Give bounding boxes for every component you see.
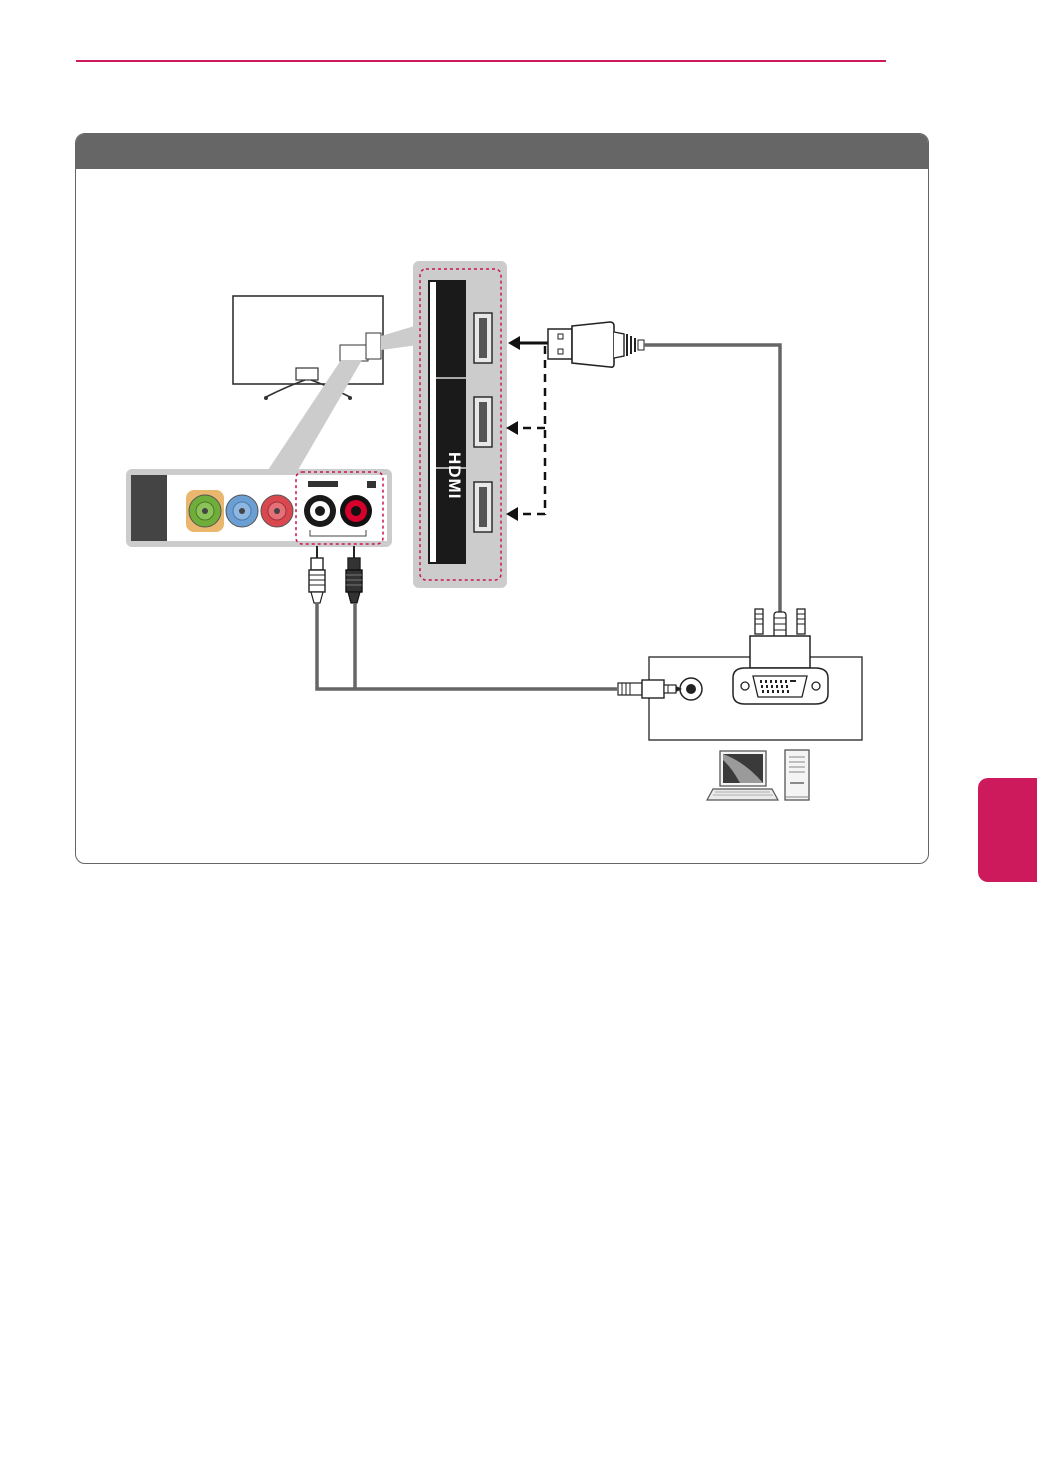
tv-icon <box>233 296 383 400</box>
hdmi-plug-icon <box>548 322 644 367</box>
zoom-wedge-hdmi <box>381 325 418 350</box>
rca-plug-red-icon <box>346 546 362 603</box>
hdmi-arrows <box>506 336 549 521</box>
hdmi-logo: HDMI <box>445 452 464 499</box>
hdmi-port-1 <box>474 313 492 363</box>
arrow-solid <box>508 336 520 350</box>
rca-plug-white-icon <box>309 546 325 603</box>
arrow-dashed-2 <box>506 421 518 435</box>
hdmi-dvi-cable <box>644 345 780 612</box>
audio-cable <box>317 603 617 689</box>
audio-left-jack <box>304 495 336 527</box>
desktop-tower-icon <box>785 750 809 800</box>
av-port-panel <box>126 469 392 547</box>
laptop-icon <box>707 751 778 800</box>
hdmi-port-2 <box>474 397 492 447</box>
hdmi-port-3 <box>474 482 492 532</box>
audio-right-jack <box>340 495 372 527</box>
arrow-dashed-3 <box>506 507 518 521</box>
hdmi-port-panel: HDMI <box>413 261 507 588</box>
green-jack <box>186 490 224 532</box>
red-jack <box>261 495 293 527</box>
blue-jack <box>226 495 258 527</box>
